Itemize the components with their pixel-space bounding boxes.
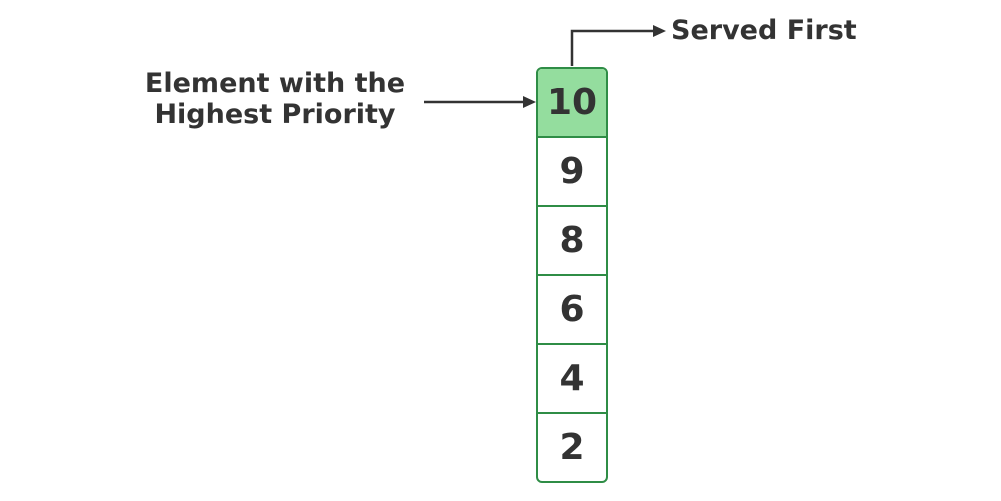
queue-cell: 2 [538,412,606,481]
highest-priority-arrow-head [523,96,536,108]
queue-cell-highlighted: 10 [538,69,606,136]
highest-priority-label-line-2: Highest Priority [154,99,396,130]
served-first-label: Served First [671,15,857,46]
highest-priority-label: Element with the Highest Priority [120,68,430,130]
queue-cell: 9 [538,136,606,205]
served-first-arrow-line [570,29,654,66]
queue-cell: 6 [538,274,606,343]
queue-cell: 4 [538,343,606,412]
queue-cell: 8 [538,205,606,274]
served-first-arrow-head [653,25,666,37]
highest-priority-label-line-1: Element with the [144,68,406,99]
priority-queue-stack: 10 9 8 6 4 2 [536,67,608,483]
